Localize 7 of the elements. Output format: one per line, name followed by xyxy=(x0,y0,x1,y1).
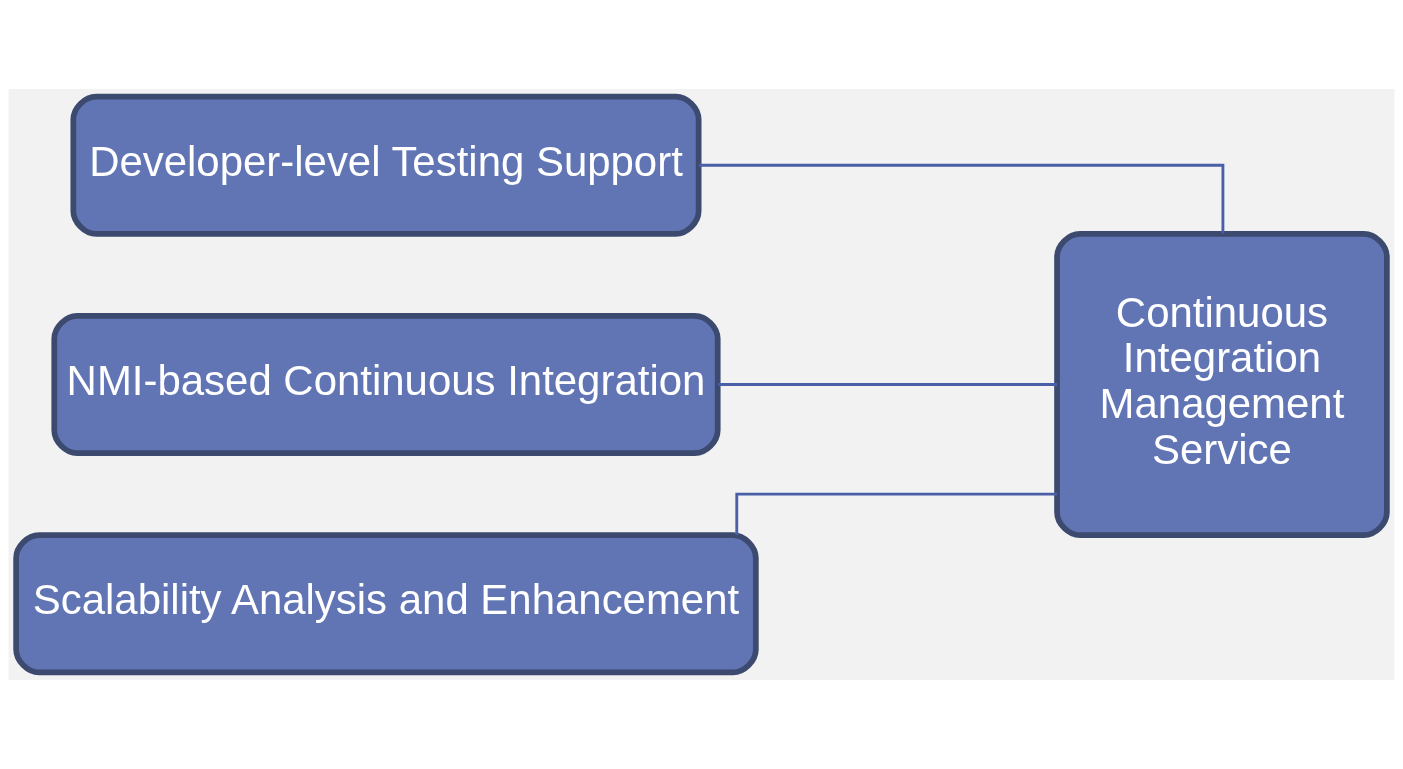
node-box: Continuous Integration Management Service xyxy=(1054,231,1390,538)
connector xyxy=(735,492,1057,535)
node-box: NMI-based Continuous Integration xyxy=(51,313,721,456)
node-box: Scalability Analysis and Enhancement xyxy=(13,532,759,676)
connector xyxy=(718,383,1057,386)
connector xyxy=(698,163,1225,234)
node-box: Developer-level Testing Support xyxy=(70,93,702,237)
